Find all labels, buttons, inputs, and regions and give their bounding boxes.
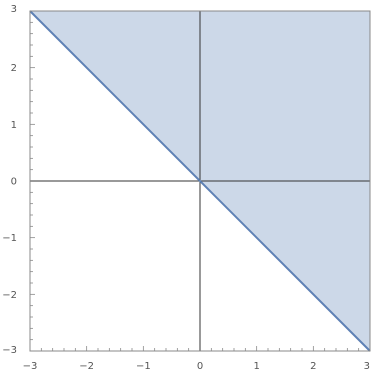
y-tick-label: 1	[11, 120, 17, 131]
y-tick-label: 3	[11, 4, 17, 15]
x-tick-label: −3	[23, 361, 38, 372]
plot-frame	[29, 10, 371, 352]
boundary-line	[29, 10, 371, 352]
y-tick-label: −2	[2, 290, 17, 301]
x-tick-label: 1	[253, 361, 259, 372]
x-tick-label: −2	[79, 361, 94, 372]
tick-labels: −3 −2 −1 0 1 2 3 3 2 1 0 −1 −2 −3	[2, 4, 370, 372]
y-tick-label: −1	[2, 233, 17, 244]
y-tick-label: 0	[11, 177, 17, 188]
x-tick-label: 2	[310, 361, 316, 372]
x-tick-label: −1	[136, 361, 151, 372]
y-tick-label: −3	[2, 345, 17, 356]
x-tick-label: 0	[197, 361, 203, 372]
x-tick-label: 3	[364, 361, 370, 372]
y-tick-label: 2	[11, 63, 17, 74]
